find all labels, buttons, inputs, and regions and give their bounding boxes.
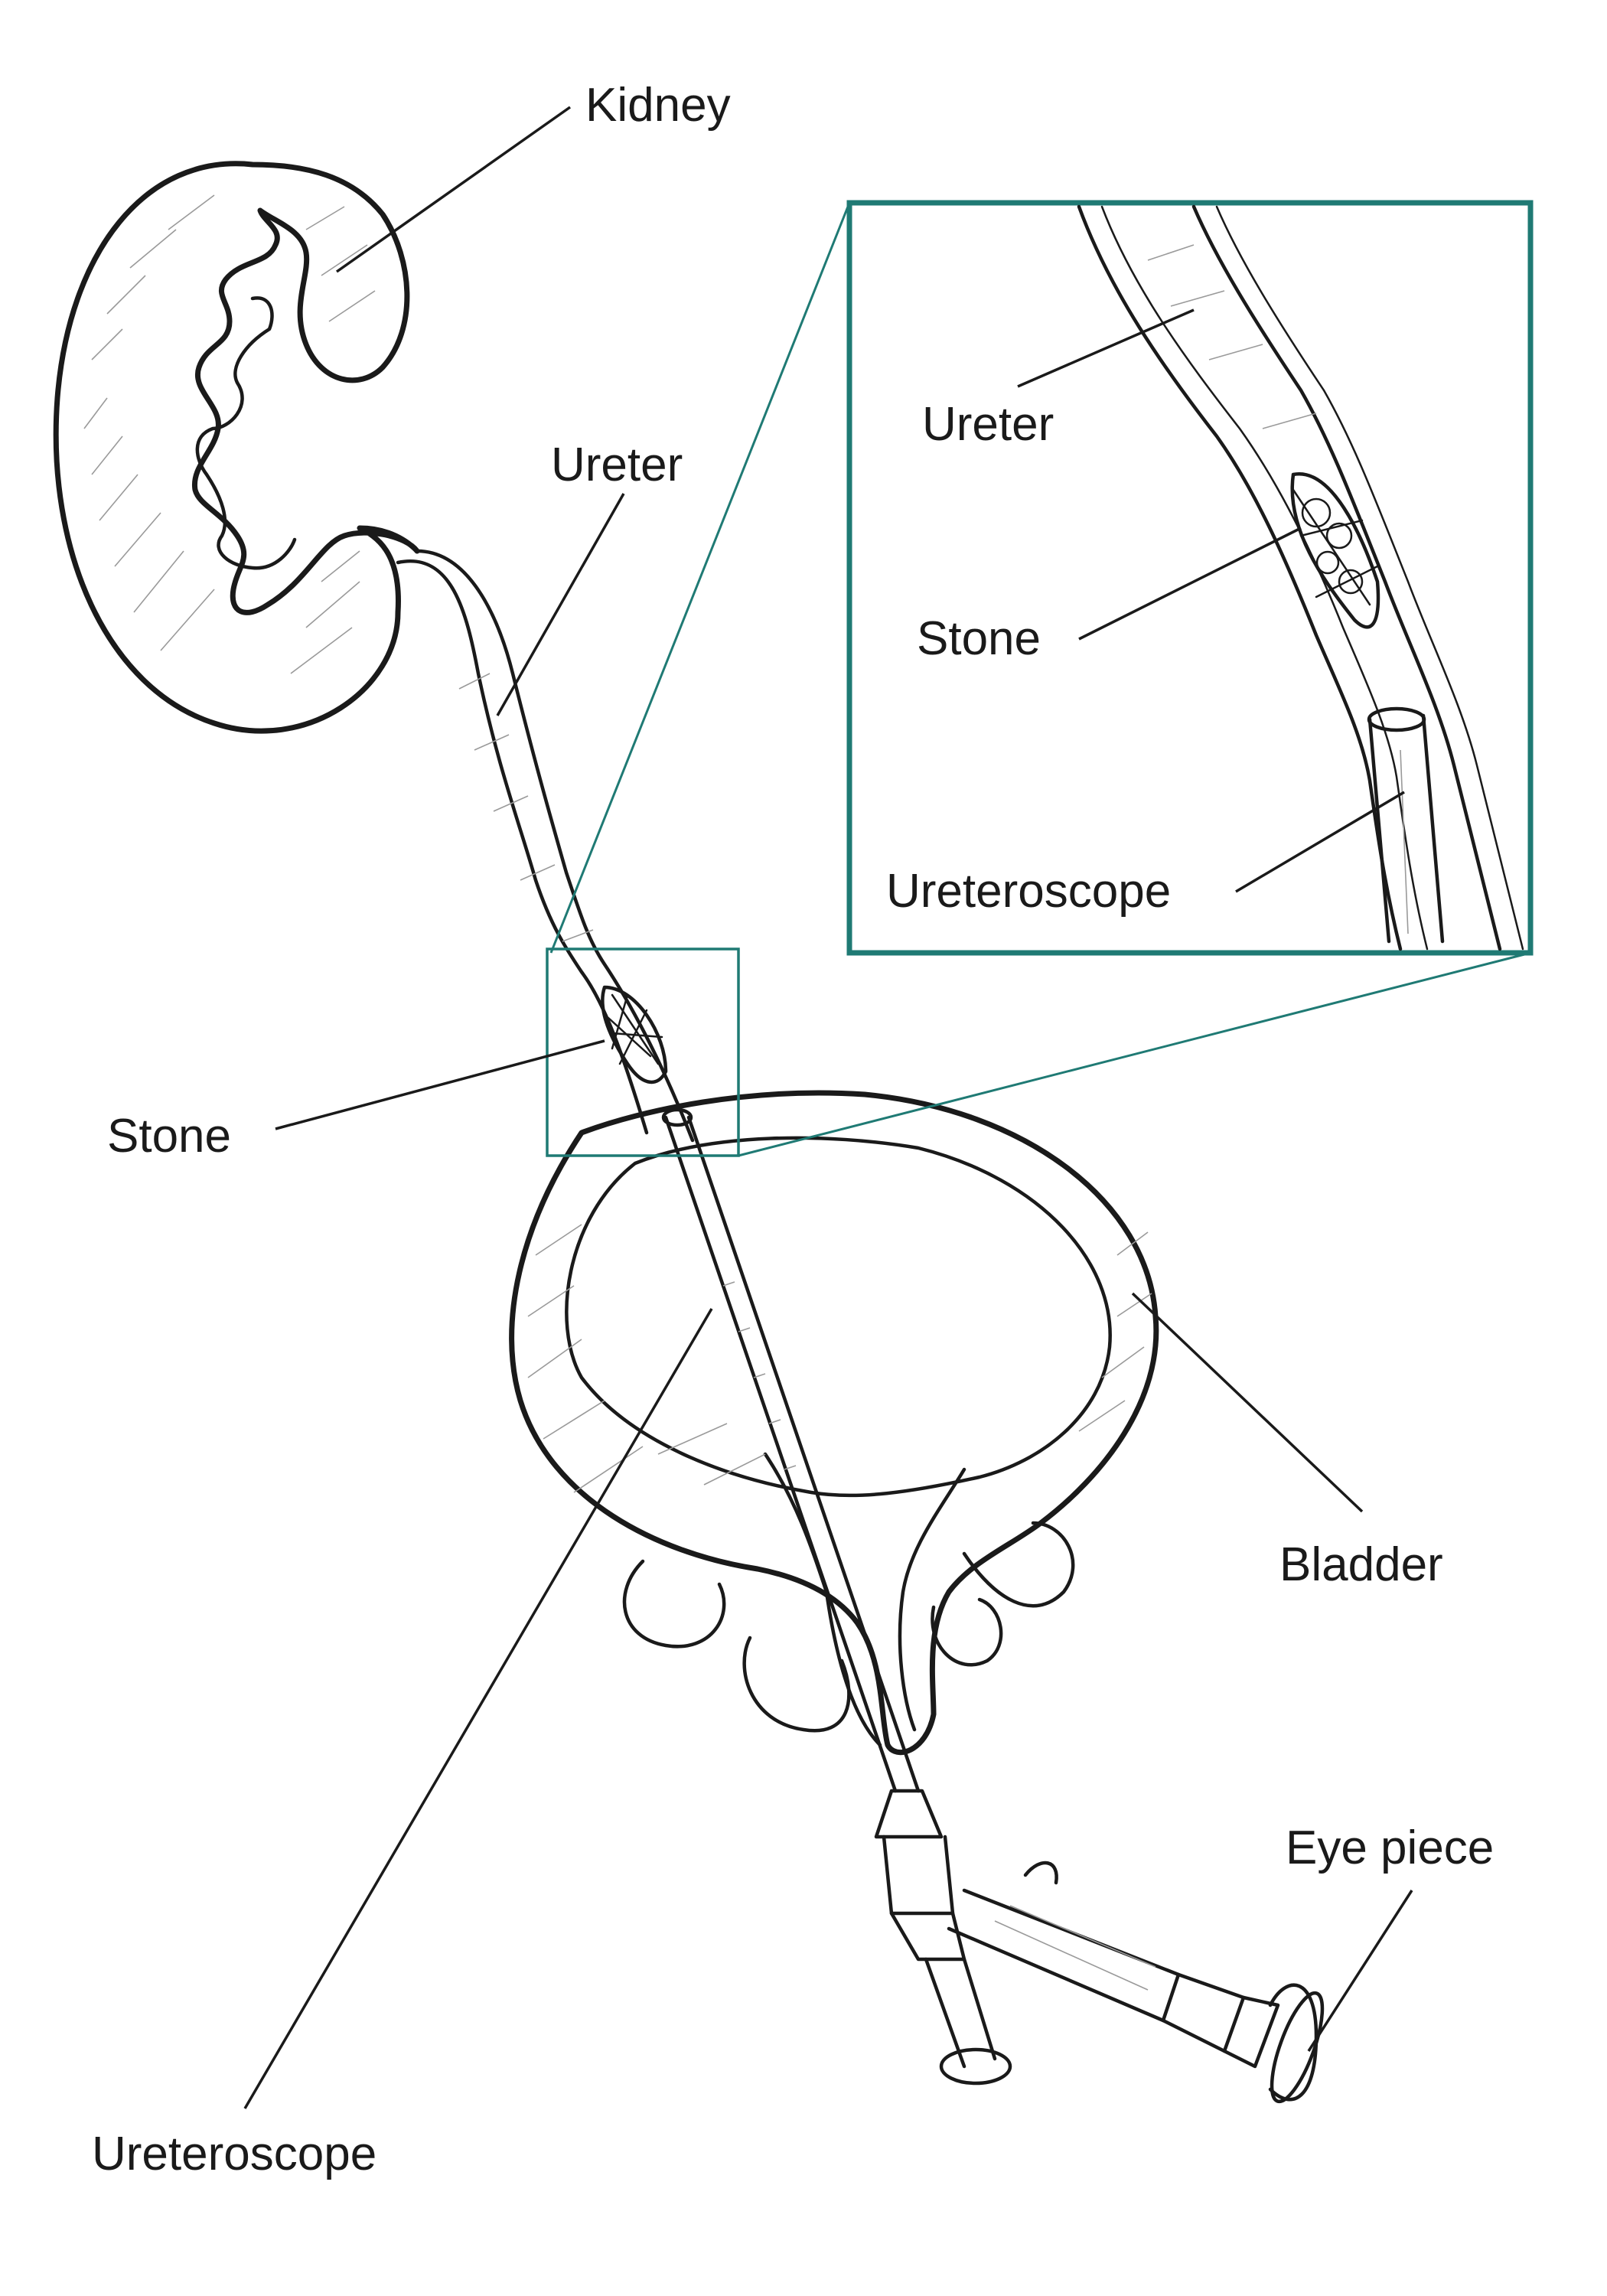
ureteroscope-drawing [661, 1107, 1280, 2086]
bladder-leader [1131, 1292, 1364, 1513]
bladder-hatching [527, 1224, 1152, 1493]
kidney-label: Kidney [585, 79, 731, 132]
kidney-drawing [53, 161, 420, 734]
inset-panel [846, 200, 1534, 956]
kidney-hatching [83, 194, 376, 674]
inset-ureter-label: Ureter [922, 398, 1054, 451]
ureteroscope-label: Ureteroscope [92, 2128, 376, 2180]
inset-stone-leader [1078, 527, 1302, 641]
ureteroscope-leader [243, 1308, 713, 2109]
zoom-connector-bottom [738, 951, 1531, 1157]
eye-piece-drawing [1268, 1983, 1325, 2104]
inset-frame [846, 200, 1534, 956]
stone-leader [275, 1039, 605, 1130]
zoom-region-box [546, 947, 740, 1157]
stone-label: Stone [107, 1110, 231, 1163]
inset-stone-label: Stone [917, 612, 1041, 665]
zoom-connector-top [549, 202, 851, 954]
eye-piece-label: Eye piece [1286, 1821, 1494, 1874]
inset-ureteroscope-label: Ureteroscope [886, 865, 1171, 918]
inset-ureteroscope-leader [1235, 791, 1405, 893]
ureter-label: Ureter [551, 439, 683, 491]
bladder-drawing [509, 1090, 1159, 1755]
stone-drawing [601, 985, 668, 1084]
eye-piece-leader [1307, 1890, 1413, 2052]
inset-ureter-leader [1017, 308, 1195, 388]
ureter-drawing [396, 549, 695, 1143]
kidney-leader [335, 106, 572, 273]
ureter-leader [496, 493, 625, 716]
bladder-label: Bladder [1279, 1538, 1443, 1591]
